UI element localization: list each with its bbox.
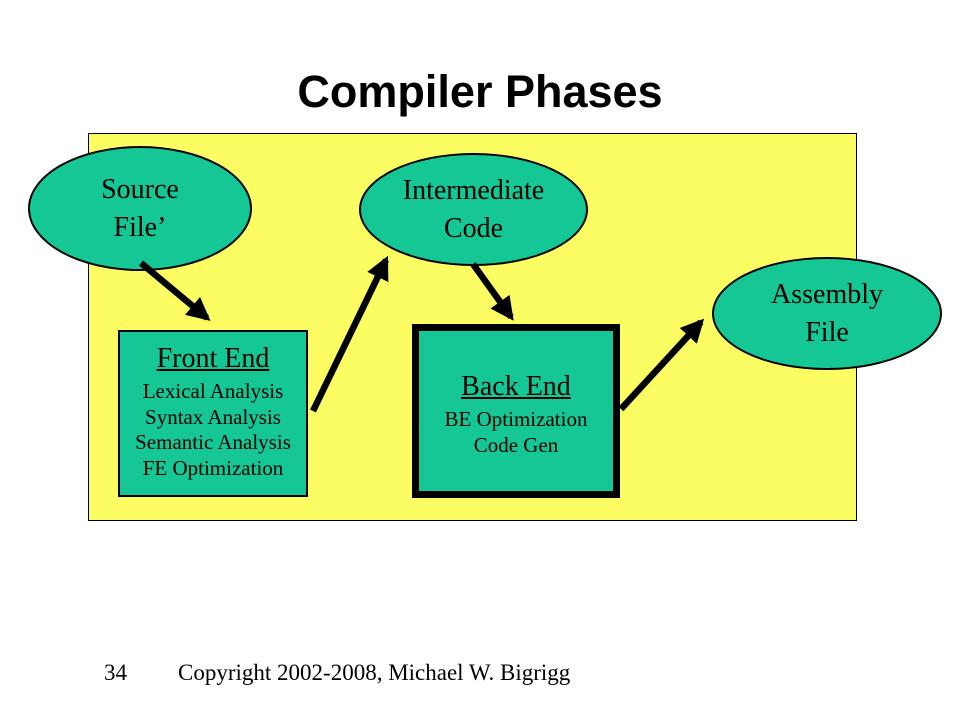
node-assembly-file-line2: File bbox=[805, 316, 849, 348]
node-front-end: Front End Lexical Analysis Syntax Analys… bbox=[118, 330, 308, 497]
node-source-file: Source File’ bbox=[28, 146, 252, 271]
front-end-item: FE Optimization bbox=[142, 455, 284, 480]
node-assembly-file-line1: Assembly bbox=[771, 278, 883, 310]
back-end-title: Back End bbox=[461, 371, 571, 402]
node-source-file-line1: Source bbox=[101, 173, 179, 205]
slide-footer: 34 Copyright 2002-2008, Michael W. Bigri… bbox=[104, 660, 570, 686]
front-end-item: Syntax Analysis bbox=[145, 404, 281, 429]
front-end-item: Lexical Analysis bbox=[142, 379, 284, 403]
slide-title: Compiler Phases bbox=[297, 66, 663, 117]
back-end-item: BE Optimization bbox=[444, 407, 588, 431]
node-assembly-file: Assembly File bbox=[712, 257, 942, 370]
front-end-item: Semantic Analysis bbox=[135, 430, 291, 454]
front-end-title: Front End bbox=[156, 343, 270, 374]
copyright-text: Copyright 2002-2008, Michael W. Bigrigg bbox=[178, 660, 571, 685]
node-intermediate-code-line1: Intermediate bbox=[402, 174, 545, 206]
back-end-item: Code Gen bbox=[473, 432, 559, 457]
node-intermediate-code-line2: Code bbox=[443, 212, 504, 244]
node-intermediate-code: Intermediate Code bbox=[359, 153, 588, 266]
node-source-file-line2: File’ bbox=[113, 211, 167, 243]
slide-page-number: 34 bbox=[104, 660, 127, 685]
node-back-end: Back End BE Optimization Code Gen bbox=[412, 324, 620, 498]
